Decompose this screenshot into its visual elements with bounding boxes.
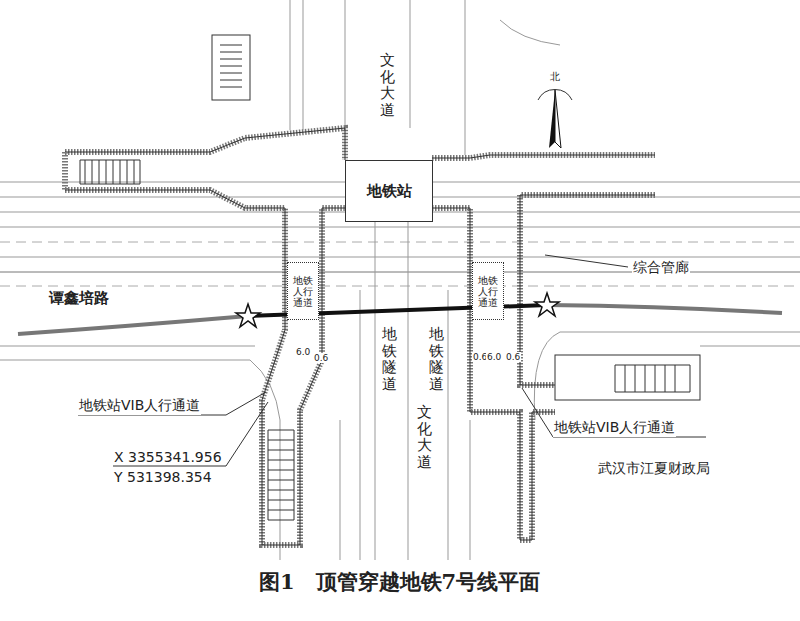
road-name: 文化大道 <box>379 52 396 118</box>
plan-line <box>470 420 471 560</box>
figure-caption: 图1 顶管穿越地铁7号线平面 <box>258 568 541 596</box>
plan-line <box>226 392 266 415</box>
plan-line <box>0 242 800 243</box>
building-label: 武汉市江夏财政局 <box>597 460 711 478</box>
plan-line <box>303 0 304 130</box>
plan-path <box>18 316 248 334</box>
plan-path <box>65 128 345 160</box>
plan-path <box>520 195 655 385</box>
plan-line <box>375 222 376 560</box>
plan-path <box>65 128 345 160</box>
passage-box: 地铁人行通道 <box>472 262 504 320</box>
plan-line <box>0 346 255 347</box>
plan-path <box>65 190 345 545</box>
plan-path <box>432 155 655 158</box>
road-name: 文化大道 <box>416 404 433 470</box>
node-text: 地铁站 <box>367 183 412 200</box>
passage-box: 地铁人行通道 <box>287 262 319 320</box>
plan-line <box>0 360 250 361</box>
plan-polygon <box>555 90 561 148</box>
plan-line <box>465 0 466 155</box>
plan-line <box>448 290 449 560</box>
plan-line <box>226 402 268 466</box>
plan-path <box>534 332 560 420</box>
passage-callout: 地铁站VIB人行通道 <box>553 419 676 437</box>
plan-path <box>547 305 782 313</box>
plan-rect <box>212 35 250 100</box>
plan-polygon <box>535 293 559 316</box>
plan-line <box>410 0 411 128</box>
dimension: 0.6 <box>313 353 329 363</box>
plan-line <box>0 227 800 228</box>
coordinate: X 3355341.956 <box>113 449 223 465</box>
plan-line <box>522 388 553 437</box>
plan-line <box>290 0 291 130</box>
plan-line <box>340 420 341 560</box>
station-box: 地铁站 <box>345 160 433 222</box>
plan-path <box>268 430 294 520</box>
node-text: 地铁人行通道 <box>293 275 313 308</box>
plan-path <box>432 208 555 540</box>
plan-path <box>432 155 655 158</box>
plan-path <box>62 152 68 190</box>
utility-tunnel-label: 综合管廊 <box>632 259 690 277</box>
dimension: 6.0 <box>486 352 502 362</box>
coordinate: Y 531398.354 <box>113 469 213 485</box>
plan-line <box>345 0 346 128</box>
dimension: 6.0 <box>295 347 311 357</box>
tunnel-label: 地铁隧道 <box>428 326 445 392</box>
roads <box>0 0 800 560</box>
plan-path <box>80 160 140 184</box>
plan-line <box>113 466 226 467</box>
dimension: 0.6 <box>505 352 521 362</box>
plan-path <box>220 45 242 87</box>
north-mark: 北 <box>549 70 561 84</box>
plan-path <box>500 20 560 45</box>
plan-line <box>360 290 361 560</box>
plan-path <box>65 190 345 545</box>
plan-line <box>0 286 800 287</box>
pipe-jacking-line <box>18 293 782 334</box>
node-text: 地铁人行通道 <box>478 275 498 308</box>
plan-path <box>615 365 690 392</box>
plan-polygon <box>236 304 260 327</box>
passage-callout: 地铁站VIB人行通道 <box>78 397 201 415</box>
plan-polygon <box>549 90 555 148</box>
plan-line <box>560 332 800 333</box>
plan-line <box>545 255 628 267</box>
tunnel-label: 地铁隧道 <box>381 326 398 392</box>
plan-line <box>700 346 800 347</box>
plan-path <box>520 195 655 385</box>
leader-lines <box>78 255 706 466</box>
plan-line <box>408 222 409 560</box>
north-arrow <box>538 89 572 148</box>
plan-line <box>0 257 800 258</box>
plan-rect <box>555 355 700 400</box>
plan-path <box>432 208 555 540</box>
road-name: 谭鑫培路 <box>48 289 110 308</box>
